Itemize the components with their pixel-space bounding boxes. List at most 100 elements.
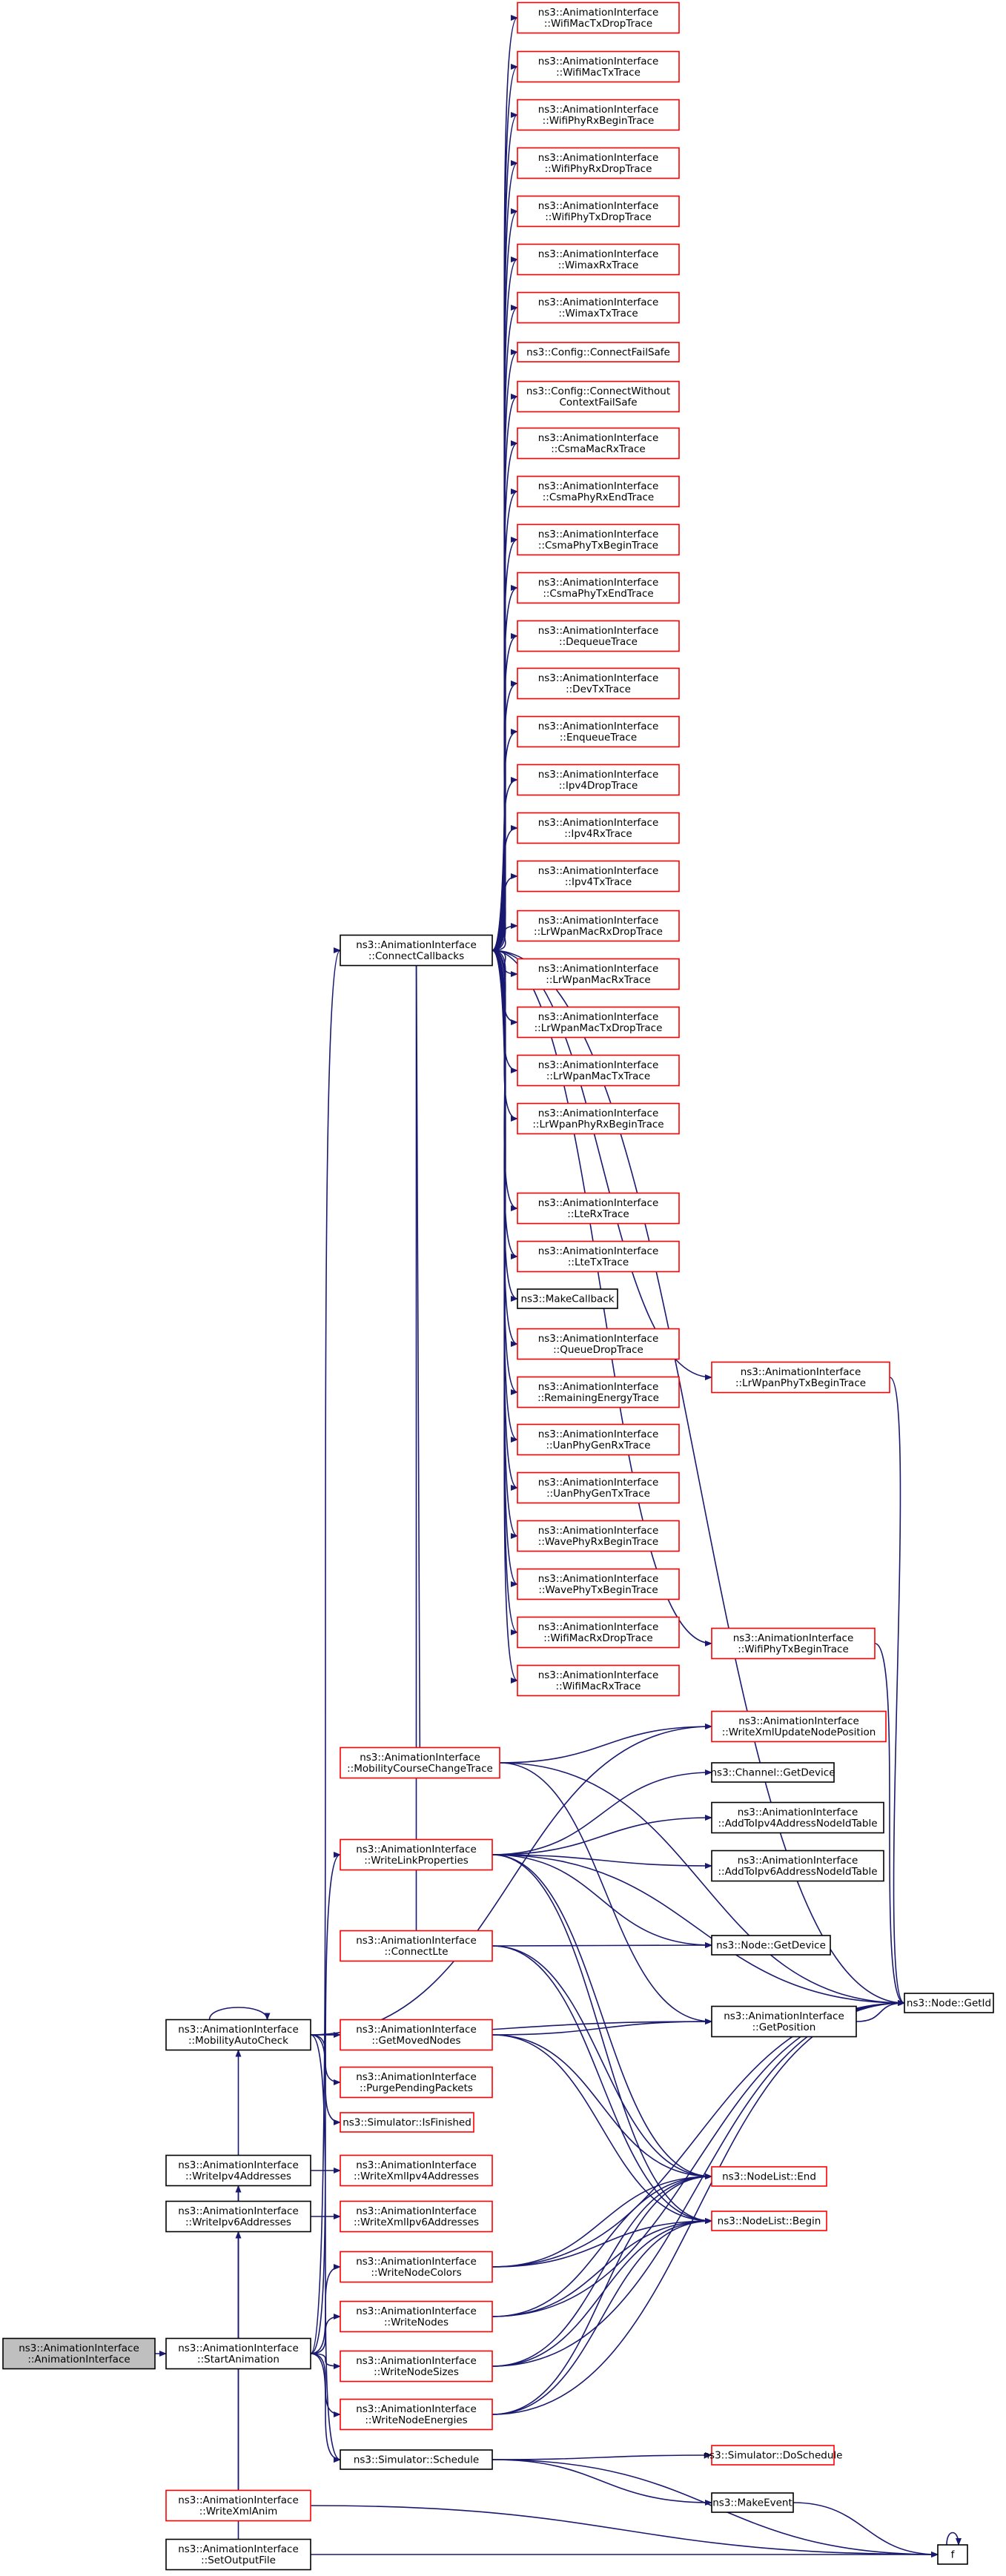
node-t_lrwpanmactxdrop[interactable]: ns3::AnimationInterface::LrWpanMacTxDrop… xyxy=(517,1006,680,1039)
edge-mobilitycourse-to-getposition xyxy=(499,1762,712,2024)
node-t_ipv4drop[interactable]: ns3::AnimationInterface::Ipv4DropTrace xyxy=(517,764,680,796)
node-box xyxy=(340,2019,493,2051)
node-label-line: ns3::AnimationInterface xyxy=(538,1333,659,1345)
node-t_wifimactxdrop[interactable]: ns3::AnimationInterface::WifiMacTxDropTr… xyxy=(517,1,680,34)
node-t_enqueue[interactable]: ns3::AnimationInterface::EnqueueTrace xyxy=(517,715,680,748)
node-label-line: ns3::AnimationInterface xyxy=(538,1573,659,1585)
node-connectlte[interactable]: ns3::AnimationInterface::ConnectLte xyxy=(340,1930,493,1962)
node-t_lrwpanphyrxbegin[interactable]: ns3::AnimationInterface::LrWpanPhyRxBegi… xyxy=(517,1102,680,1135)
node-getmovednodes[interactable]: ns3::AnimationInterface::GetMovedNodes xyxy=(340,2019,493,2051)
node-writenodecolors[interactable]: ns3::AnimationInterface::WriteNodeColors xyxy=(340,2251,493,2283)
node-t_csmamacrx[interactable]: ns3::AnimationInterface::CsmaMacRxTrace xyxy=(517,427,680,460)
node-start[interactable]: ns3::AnimationInterface::StartAnimation xyxy=(165,2337,311,2370)
node-writexmlupdatenodepos[interactable]: ns3::AnimationInterface::WriteXmlUpdateN… xyxy=(711,1710,887,1743)
node-t_wimaxtx[interactable]: ns3::AnimationInterface::WimaxTxTrace xyxy=(517,291,680,324)
node-t_ltetx[interactable]: ns3::AnimationInterface::LteTxTrace xyxy=(517,1240,680,1273)
node-wifiphytxbegin[interactable]: ns3::AnimationInterface::WifiPhyTxBeginT… xyxy=(711,1627,876,1660)
edge-writenodeenergies-to-nodelistend xyxy=(492,2173,712,2415)
edge-mobilitycourse-to-writexmlupdatenodepos xyxy=(499,1724,712,1764)
edge-getmovednodes-to-getposition xyxy=(492,2019,712,2036)
node-t_lrwpanmactx[interactable]: ns3::AnimationInterface::LrWpanMacTxTrac… xyxy=(517,1054,680,1087)
node-t_lterx[interactable]: ns3::AnimationInterface::LteRxTrace xyxy=(517,1192,680,1225)
node-t_ipv4rx[interactable]: ns3::AnimationInterface::Ipv4RxTrace xyxy=(517,812,680,844)
node-writelinkprops[interactable]: ns3::AnimationInterface::WriteLinkProper… xyxy=(340,1838,493,1871)
node-label-line: ns3::AnimationInterface xyxy=(356,2305,477,2317)
node-t_remainingenergy[interactable]: ns3::AnimationInterface::RemainingEnergy… xyxy=(517,1376,680,1408)
node-label-line: ::WriteNodes xyxy=(384,2317,449,2328)
node-label-line: ns3::AnimationInterface xyxy=(178,2205,299,2217)
node-label-line: ns3::AnimationInterface xyxy=(741,1366,861,1378)
node-writexmlanim[interactable]: ns3::AnimationInterface::WriteXmlAnim xyxy=(165,2489,311,2522)
node-nodelistbegin[interactable]: ns3::NodeList::Begin xyxy=(711,2211,827,2231)
node-t_makecallback[interactable]: ns3::MakeCallback xyxy=(517,1288,618,1309)
node-t_uanphygenrx[interactable]: ns3::AnimationInterface::UanPhyGenRxTrac… xyxy=(517,1423,680,1456)
node-t_wifimacrxdrop[interactable]: ns3::AnimationInterface::WifiMacRxDropTr… xyxy=(517,1616,680,1649)
node-addtoipv6[interactable]: ns3::AnimationInterface::AddToIpv6Addres… xyxy=(711,1850,884,1882)
node-writexmlipv4[interactable]: ns3::AnimationInterface::WriteXmlIpv4Add… xyxy=(340,2154,493,2187)
node-box xyxy=(340,2112,474,2133)
node-getposition[interactable]: ns3::AnimationInterface::GetPosition xyxy=(711,2005,857,2038)
node-writexmlipv6[interactable]: ns3::AnimationInterface::WriteXmlIpv6Add… xyxy=(340,2200,493,2233)
node-channelgetdevice[interactable]: ns3::Channel::GetDevice xyxy=(710,1762,835,1783)
node-writeipv6[interactable]: ns3::AnimationInterface::WriteIpv6Addres… xyxy=(165,2200,311,2233)
node-t_devtx[interactable]: ns3::AnimationInterface::DevTxTrace xyxy=(517,667,680,700)
node-box xyxy=(165,2489,311,2522)
node-box xyxy=(340,2251,493,2283)
node-t_ipv4tx[interactable]: ns3::AnimationInterface::Ipv4TxTrace xyxy=(517,860,680,893)
node-t_lrwpanmacrxdrop[interactable]: ns3::AnimationInterface::LrWpanMacRxDrop… xyxy=(517,910,680,942)
node-t_wifiphyrxdrop[interactable]: ns3::AnimationInterface::WifiPhyRxDropTr… xyxy=(517,147,680,179)
node-mobilityautocheck[interactable]: ns3::AnimationInterface::MobilityAutoChe… xyxy=(165,2019,311,2051)
node-t_wavephyrxbegin[interactable]: ns3::AnimationInterface::WavePhyRxBeginT… xyxy=(517,1520,680,1552)
edge-connectlte-to-nodelistend xyxy=(492,1945,712,2179)
node-schedule[interactable]: ns3::Simulator::Schedule xyxy=(340,2449,493,2470)
node-cc[interactable]: ns3::AnimationInterface::ConnectCallback… xyxy=(340,934,493,967)
node-box xyxy=(165,2538,311,2571)
node-t_lrwpanmacrx[interactable]: ns3::AnimationInterface::LrWpanMacRxTrac… xyxy=(517,958,680,990)
node-writenodeenergies[interactable]: ns3::AnimationInterface::WriteNodeEnergi… xyxy=(340,2398,493,2431)
node-label-line: ns3::AnimationInterface xyxy=(356,2071,477,2083)
node-t_uanphygentx[interactable]: ns3::AnimationInterface::UanPhyGenTxTrac… xyxy=(517,1471,680,1504)
node-label-line: ::UanPhyGenTxTrace xyxy=(546,1488,650,1500)
node-makeevent[interactable]: ns3::MakeEvent xyxy=(711,2492,794,2513)
node-label-line: ns3::AnimationInterface xyxy=(538,1381,659,1393)
node-writenodes[interactable]: ns3::AnimationInterface::WriteNodes xyxy=(340,2300,493,2333)
node-addtoipv4[interactable]: ns3::AnimationInterface::AddToIpv4Addres… xyxy=(711,1801,884,1834)
node-f[interactable]: f xyxy=(937,2544,968,2565)
node-box xyxy=(711,2166,827,2187)
node-t_wavephytxbegin[interactable]: ns3::AnimationInterface::WavePhyTxBeginT… xyxy=(517,1568,680,1600)
node-box xyxy=(711,2211,827,2231)
node-label-line: ns3::AnimationInterface xyxy=(538,1621,659,1633)
node-t_cfgwithout[interactable]: ns3::Config::ConnectWithoutContextFailSa… xyxy=(517,380,680,413)
node-t_wifimactx[interactable]: ns3::AnimationInterface::WifiMacTxTrace xyxy=(517,50,680,83)
node-isfinished[interactable]: ns3::Simulator::IsFinished xyxy=(340,2112,474,2133)
node-label-line: ns3::AnimationInterface xyxy=(356,2256,477,2268)
node-t_csmaphytxbegin[interactable]: ns3::AnimationInterface::CsmaPhyTxBeginT… xyxy=(517,523,680,556)
node-t_csmaphyrxend[interactable]: ns3::AnimationInterface::CsmaPhyRxEndTra… xyxy=(517,475,680,508)
node-writenodesizes[interactable]: ns3::AnimationInterface::WriteNodeSizes xyxy=(340,2350,493,2383)
node-t_dequeue[interactable]: ns3::AnimationInterface::DequeueTrace xyxy=(517,620,680,652)
node-doschedule[interactable]: ns3::Simulator::DoSchedule xyxy=(704,2445,843,2466)
node-label-line: ns3::AnimationInterface xyxy=(538,1669,659,1681)
node-lrwpanphytxbegin[interactable]: ns3::AnimationInterface::LrWpanPhyTxBegi… xyxy=(711,1361,890,1394)
node-purgepending[interactable]: ns3::AnimationInterface::PurgePendingPac… xyxy=(340,2066,493,2099)
node-label-line: ns3::AnimationInterface xyxy=(356,1935,477,1947)
node-t_wimaxrx[interactable]: ns3::AnimationInterface::WimaxRxTrace xyxy=(517,243,680,276)
node-t_wifiphyrxbegin[interactable]: ns3::AnimationInterface::WifiPhyRxBeginT… xyxy=(517,99,680,131)
node-mobilitycourse[interactable]: ns3::AnimationInterface::MobilityCourseC… xyxy=(340,1746,500,1779)
node-label-line: ::WavePhyRxBeginTrace xyxy=(538,1536,658,1548)
node-box xyxy=(517,860,680,893)
edge-writenodeenergies-to-nodegetid xyxy=(492,2000,905,2415)
node-t_wifimacrx[interactable]: ns3::AnimationInterface::WifiMacRxTrace xyxy=(517,1664,680,1697)
node-t_csmaphytxend[interactable]: ns3::AnimationInterface::CsmaPhyTxEndTra… xyxy=(517,572,680,604)
node-t_cfgfailsafe[interactable]: ns3::Config::ConnectFailSafe xyxy=(517,342,680,362)
node-label-line: f xyxy=(951,2549,956,2561)
node-t_wifiphytxdrop[interactable]: ns3::AnimationInterface::WifiPhyTxDropTr… xyxy=(517,195,680,228)
node-nodelistend[interactable]: ns3::NodeList::End xyxy=(711,2166,827,2187)
node-nodegetid[interactable]: ns3::Node::GetId xyxy=(904,1993,994,2013)
node-t_queuedrop[interactable]: ns3::AnimationInterface::QueueDropTrace xyxy=(517,1328,680,1360)
node-nodegetdevice[interactable]: ns3::Node::GetDevice xyxy=(711,1935,831,1956)
node-setoutputfile[interactable]: ns3::AnimationInterface::SetOutputFile xyxy=(165,2538,311,2571)
node-label-line: ::QueueDropTrace xyxy=(553,1344,643,1356)
node-writeipv4[interactable]: ns3::AnimationInterface::WriteIpv4Addres… xyxy=(165,2154,311,2187)
